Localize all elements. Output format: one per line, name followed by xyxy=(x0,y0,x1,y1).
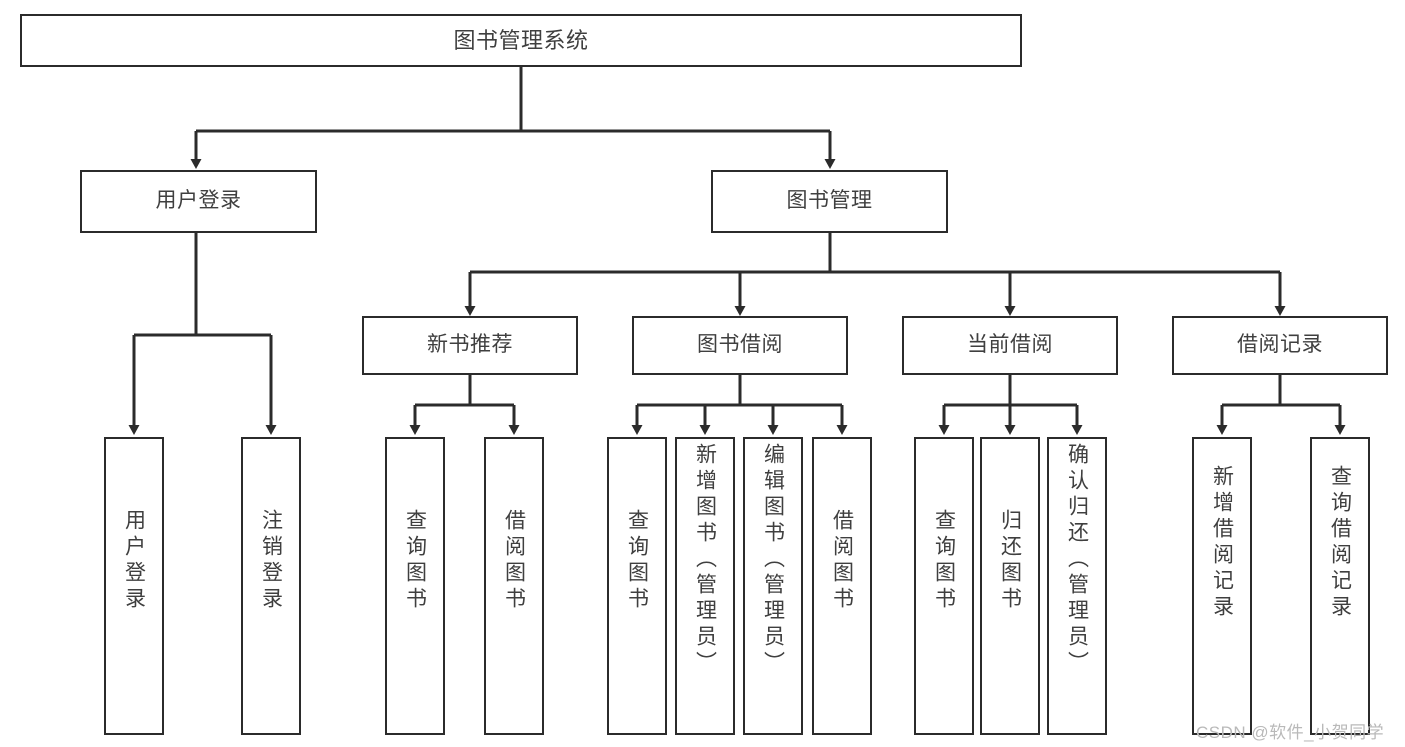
node-label: 借阅记录 xyxy=(1237,333,1323,357)
leaf-user-login-logout[interactable]: 注销登录 xyxy=(241,437,301,735)
leaf-borrow-edit-book-admin[interactable]: 编辑图书（管理员） xyxy=(743,437,803,735)
leaf-record-query-record[interactable]: 查询借阅记录 xyxy=(1310,437,1370,735)
node-label: 图书借阅 xyxy=(697,333,783,357)
leaf-borrow-borrow-book[interactable]: 借阅图书 xyxy=(812,437,872,735)
leaf-record-add-record[interactable]: 新增借阅记录 xyxy=(1192,437,1252,735)
node-label: 图书管理 xyxy=(786,189,873,213)
watermark-csdn: CSDN @软件_小贺同学 xyxy=(1196,723,1385,742)
node-label: 查询借阅记录 xyxy=(1328,465,1352,621)
leaf-borrow-query-book[interactable]: 查询图书 xyxy=(607,437,667,735)
node-label: 新增借阅记录 xyxy=(1210,465,1234,621)
leaf-current-return-book[interactable]: 归还图书 xyxy=(980,437,1040,735)
node-label: 查询图书 xyxy=(932,509,956,613)
node-book-management[interactable]: 图书管理 xyxy=(711,170,948,233)
node-book-borrow[interactable]: 图书借阅 xyxy=(632,316,848,375)
leaf-new-book-borrow-book[interactable]: 借阅图书 xyxy=(484,437,544,735)
node-label: 注销登录 xyxy=(259,509,283,613)
node-label: 编辑图书（管理员） xyxy=(761,443,785,677)
node-label: 借阅图书 xyxy=(830,509,854,613)
node-label: 借阅图书 xyxy=(502,509,526,613)
node-label: 查询图书 xyxy=(403,509,427,613)
node-current-borrow[interactable]: 当前借阅 xyxy=(902,316,1118,375)
node-user-login[interactable]: 用户登录 xyxy=(80,170,317,233)
node-label: 查询图书 xyxy=(625,509,649,613)
node-label: 新增图书（管理员） xyxy=(693,443,717,677)
leaf-user-login-login[interactable]: 用户登录 xyxy=(104,437,164,735)
leaf-current-confirm-return-admin[interactable]: 确认归还（管理员） xyxy=(1047,437,1107,735)
node-label: 确认归还（管理员） xyxy=(1065,443,1089,677)
node-label: 归还图书 xyxy=(998,509,1022,613)
leaf-current-query-book[interactable]: 查询图书 xyxy=(914,437,974,735)
node-borrow-record[interactable]: 借阅记录 xyxy=(1172,316,1388,375)
leaf-borrow-add-book-admin[interactable]: 新增图书（管理员） xyxy=(675,437,735,735)
node-new-book-recommend[interactable]: 新书推荐 xyxy=(362,316,578,375)
node-label: 新书推荐 xyxy=(427,333,513,357)
node-label: 图书管理系统 xyxy=(453,27,589,53)
node-label: 当前借阅 xyxy=(967,333,1053,357)
node-root-book-management-system[interactable]: 图书管理系统 xyxy=(20,14,1022,67)
leaf-new-book-query-book[interactable]: 查询图书 xyxy=(385,437,445,735)
node-label: 用户登录 xyxy=(155,189,242,213)
node-label: 用户登录 xyxy=(122,509,146,613)
